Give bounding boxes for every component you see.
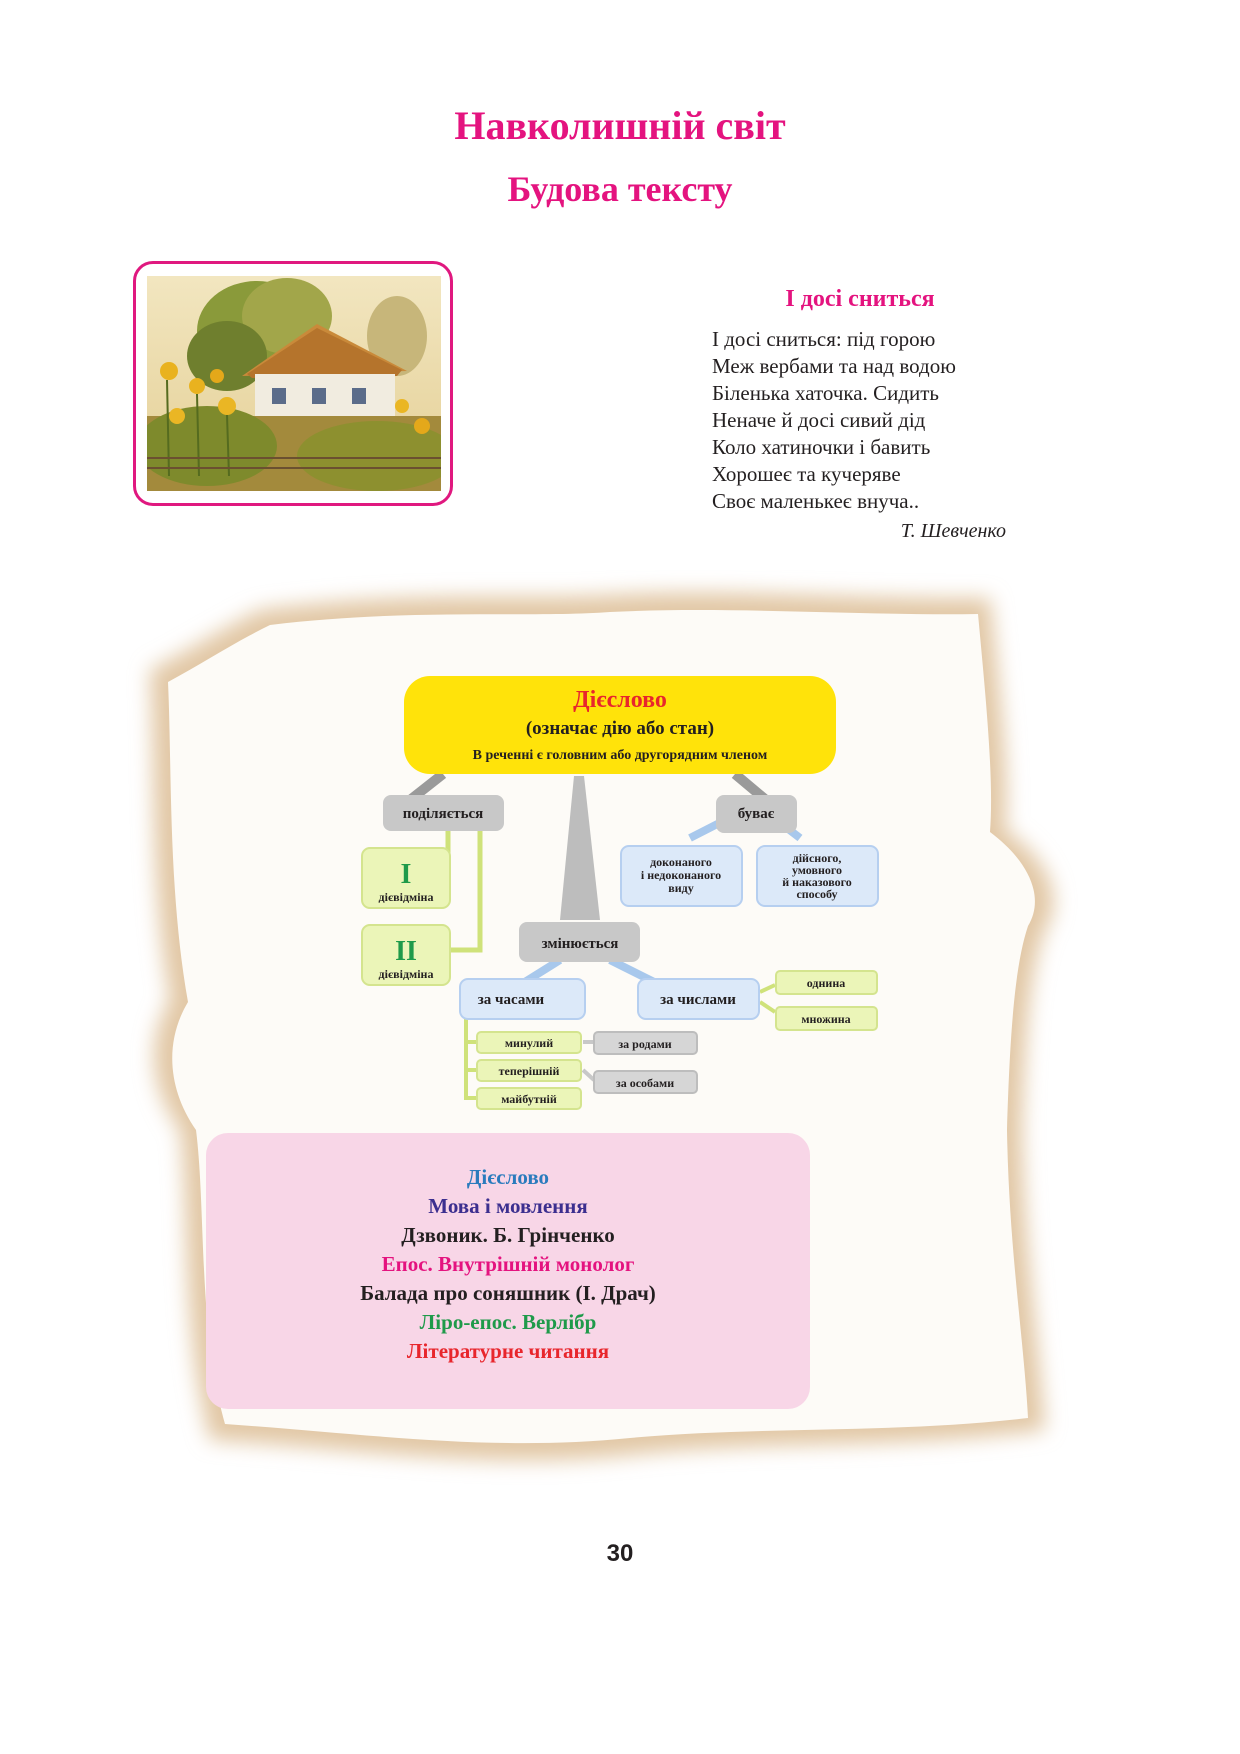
village-house-painting-icon	[147, 276, 441, 491]
poem-line: Неначе й досі сивий дід	[712, 408, 926, 432]
by-person-label: за особами	[616, 1076, 674, 1090]
aspect-line-1: доконаного	[650, 855, 712, 869]
conjugation-2-number: ІІ	[395, 936, 417, 967]
topic-link[interactable]: Мова і мовлення	[428, 1194, 588, 1218]
aspect-line-3: виду	[668, 881, 693, 895]
divides-label: поділяється	[403, 806, 484, 822]
topic-links-panel	[206, 1133, 810, 1409]
topic-link[interactable]: Балада про соняшник (І. Драч)	[360, 1281, 656, 1305]
changes-label: змінюється	[542, 936, 619, 952]
topic-link[interactable]: Ліро-епос. Верлібр	[419, 1310, 597, 1334]
aspect-line-2: і недоконаного	[641, 868, 721, 882]
plural-label: множина	[801, 1012, 850, 1026]
future-tense-label: майбутній	[501, 1092, 557, 1106]
present-tense-label: теперішній	[499, 1064, 560, 1078]
topic-link[interactable]: Епос. Внутрішній монолог	[381, 1252, 635, 1276]
mood-line-3: й наказового	[782, 875, 852, 889]
poem-title: І досі сниться	[785, 286, 935, 312]
singular-label: однина	[807, 976, 845, 990]
poem-line: Коло хатиночки і бавить	[712, 435, 931, 459]
mood-line-2: умовного	[792, 863, 842, 877]
is-label: буває	[738, 806, 775, 822]
topic-link[interactable]: Літературне читання	[406, 1339, 610, 1363]
root-subtitle: (означає дію або стан)	[526, 718, 714, 739]
page-number: 30	[606, 1540, 634, 1567]
page-title: Навколишній світ	[454, 103, 786, 148]
poem-author: Т. Шевченко	[900, 520, 1006, 542]
mood-line-4: способу	[796, 887, 837, 901]
past-tense-label: минулий	[505, 1036, 553, 1050]
poem-line: Меж вербами та над водою	[712, 354, 956, 378]
picture-frame	[133, 261, 453, 506]
poem-line: Біленька хаточка. Сидить	[712, 381, 940, 405]
poem-line: Хорошеє та кучеряве	[712, 462, 901, 486]
topic-link[interactable]: Дієслово	[466, 1165, 550, 1189]
conjugation-1-number: І	[401, 859, 412, 890]
topic-links: Дієслово Мова і мовлення Дзвоник. Б. Грі…	[206, 1163, 810, 1366]
by-number-label: за числами	[660, 992, 736, 1008]
topic-link[interactable]: Дзвоник. Б. Грінченко	[401, 1223, 615, 1247]
root-title: Дієслово	[573, 687, 667, 713]
poem-line: І досі сниться: під горою	[712, 327, 936, 351]
poem-line: Своє маленькеє внуча..	[712, 489, 920, 513]
by-gender-label: за родами	[618, 1037, 671, 1051]
by-tense-label: за часами	[478, 992, 545, 1008]
conjugation-1-label: дієвідміна	[379, 890, 434, 904]
conjugation-2-label: дієвідміна	[379, 967, 434, 981]
mood-line-1: дійсного,	[793, 851, 842, 865]
root-note: В реченні є головним або другорядним чле…	[473, 748, 768, 763]
page-subtitle: Будова тексту	[507, 169, 733, 209]
poem-text: І досі сниться: під горою Меж вербами та…	[712, 326, 1042, 515]
